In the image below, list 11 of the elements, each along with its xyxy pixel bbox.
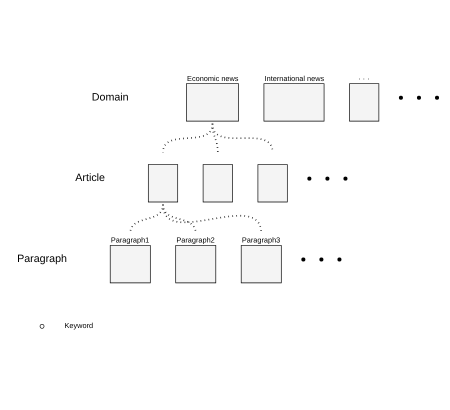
node-label: Paragraph3 [242, 236, 280, 245]
node-label: International news [264, 74, 324, 83]
label: Paragraph [17, 253, 68, 266]
label: Domain [92, 91, 129, 104]
node-label: · · · [358, 74, 370, 83]
legend-label: Keyword [64, 321, 94, 330]
connector [212, 124, 274, 153]
node-label: Paragraph1 [110, 236, 150, 245]
label: Article [75, 172, 106, 184]
node-label: Paragraph2 [176, 236, 215, 245]
node-label: Economic news [187, 74, 239, 83]
